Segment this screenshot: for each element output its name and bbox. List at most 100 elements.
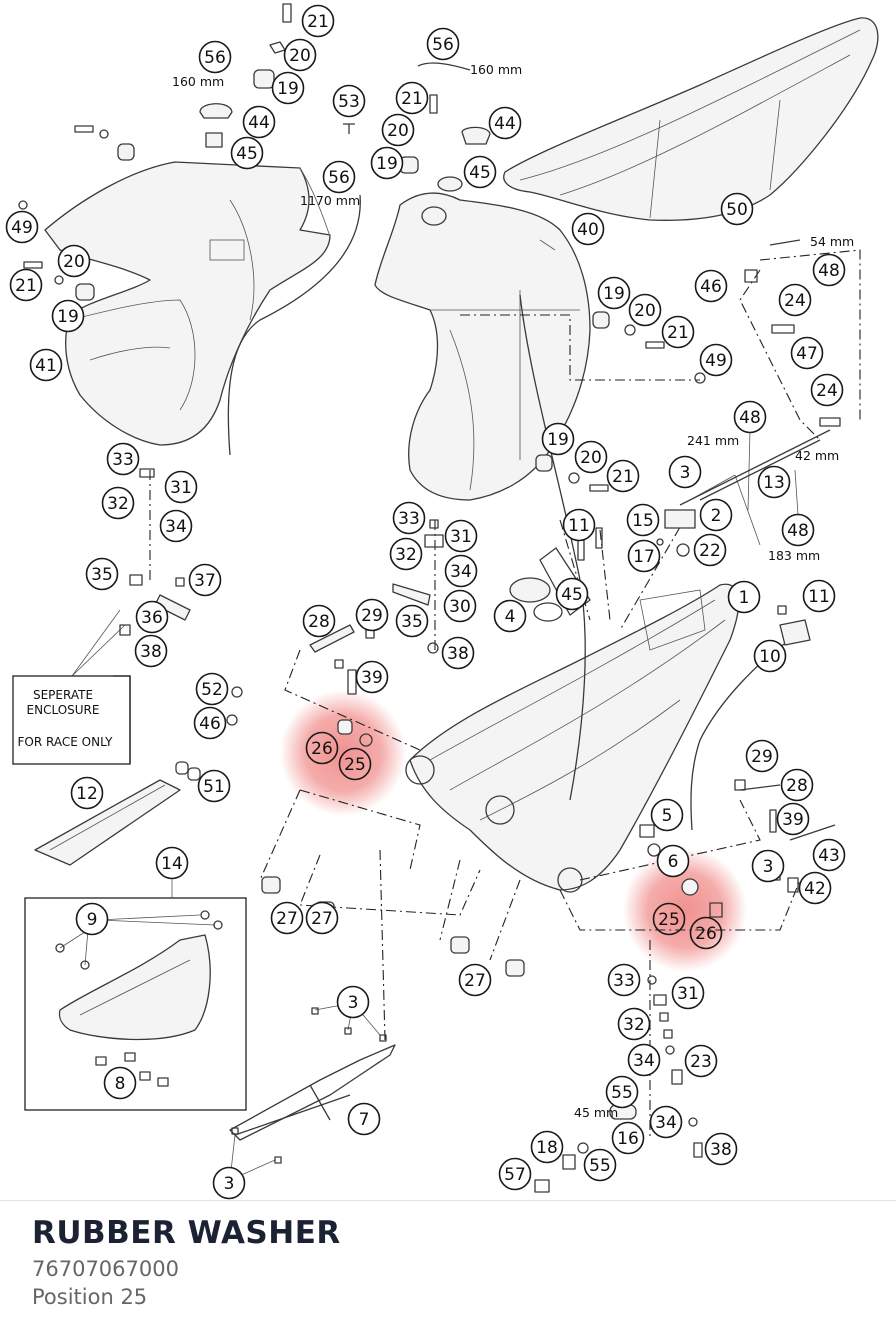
callout-48[interactable]: 48 [812,253,846,287]
callout-5[interactable]: 5 [650,798,684,832]
callout-40[interactable]: 40 [571,212,605,246]
callout-28[interactable]: 28 [302,604,336,638]
callout-46[interactable]: 46 [694,269,728,303]
callout-33[interactable]: 33 [607,963,641,997]
callout-56[interactable]: 56 [322,160,356,194]
callout-13[interactable]: 13 [757,465,791,499]
callout-39[interactable]: 39 [355,660,389,694]
callout-20[interactable]: 20 [381,113,415,147]
callout-34[interactable]: 34 [159,509,193,543]
callout-11[interactable]: 11 [802,579,836,613]
callout-7[interactable]: 7 [347,1102,381,1136]
callout-55[interactable]: 55 [583,1148,617,1182]
callout-19[interactable]: 19 [51,299,85,333]
callout-49[interactable]: 49 [5,210,39,244]
callout-45[interactable]: 45 [463,155,497,189]
callout-33[interactable]: 33 [106,442,140,476]
callout-12[interactable]: 12 [70,776,104,810]
callout-38[interactable]: 38 [134,634,168,668]
callout-19[interactable]: 19 [597,276,631,310]
callout-51[interactable]: 51 [197,769,231,803]
callout-15[interactable]: 15 [626,503,660,537]
callout-48[interactable]: 48 [733,400,767,434]
callout-20[interactable]: 20 [283,38,317,72]
callout-35[interactable]: 35 [395,604,429,638]
callout-45[interactable]: 45 [555,577,589,611]
callout-57[interactable]: 57 [498,1157,532,1191]
callout-20[interactable]: 20 [57,244,91,278]
callout-34[interactable]: 34 [627,1043,661,1077]
callout-31[interactable]: 31 [444,519,478,553]
callout-3[interactable]: 3 [668,455,702,489]
callout-32[interactable]: 32 [101,486,135,520]
callout-24[interactable]: 24 [810,373,844,407]
callout-48[interactable]: 48 [781,513,815,547]
callout-35[interactable]: 35 [85,557,119,591]
callout-19[interactable]: 19 [541,422,575,456]
callout-32[interactable]: 32 [617,1007,651,1041]
callout-3[interactable]: 3 [751,849,785,883]
callout-33[interactable]: 33 [392,501,426,535]
callout-16[interactable]: 16 [611,1121,645,1155]
callout-27[interactable]: 27 [305,901,339,935]
callout-56[interactable]: 56 [426,27,460,61]
callout-19[interactable]: 19 [370,146,404,180]
callout-1[interactable]: 1 [727,580,761,614]
callout-52[interactable]: 52 [195,672,229,706]
callout-56[interactable]: 56 [198,40,232,74]
callout-9[interactable]: 9 [75,902,109,936]
callout-29[interactable]: 29 [745,739,779,773]
callout-25[interactable]: 25 [338,747,372,781]
callout-43[interactable]: 43 [812,838,846,872]
callout-44[interactable]: 44 [488,106,522,140]
callout-41[interactable]: 41 [29,348,63,382]
callout-38[interactable]: 38 [704,1132,738,1166]
callout-45[interactable]: 45 [230,136,264,170]
callout-49[interactable]: 49 [699,343,733,377]
callout-4[interactable]: 4 [493,599,527,633]
callout-20[interactable]: 20 [574,440,608,474]
callout-36[interactable]: 36 [135,600,169,634]
callout-22[interactable]: 22 [693,533,727,567]
callout-23[interactable]: 23 [684,1044,718,1078]
callout-2[interactable]: 2 [699,498,733,532]
callout-31[interactable]: 31 [671,976,705,1010]
callout-17[interactable]: 17 [627,539,661,573]
callout-42[interactable]: 42 [798,871,832,905]
callout-44[interactable]: 44 [242,105,276,139]
callout-32[interactable]: 32 [389,537,423,571]
callout-14[interactable]: 14 [155,846,189,880]
callout-26[interactable]: 26 [305,731,339,765]
callout-34[interactable]: 34 [444,554,478,588]
callout-55[interactable]: 55 [605,1075,639,1109]
callout-24[interactable]: 24 [778,283,812,317]
callout-50[interactable]: 50 [720,192,754,226]
callout-20[interactable]: 20 [628,293,662,327]
callout-27[interactable]: 27 [270,901,304,935]
callout-3[interactable]: 3 [212,1166,246,1200]
callout-3[interactable]: 3 [336,985,370,1019]
callout-21[interactable]: 21 [395,81,429,115]
callout-8[interactable]: 8 [103,1066,137,1100]
callout-6[interactable]: 6 [656,844,690,878]
callout-46[interactable]: 46 [193,706,227,740]
callout-28[interactable]: 28 [780,768,814,802]
callout-30[interactable]: 30 [443,589,477,623]
callout-37[interactable]: 37 [188,563,222,597]
callout-21[interactable]: 21 [606,459,640,493]
callout-38[interactable]: 38 [441,636,475,670]
callout-29[interactable]: 29 [355,598,389,632]
callout-19[interactable]: 19 [271,71,305,105]
callout-27[interactable]: 27 [458,963,492,997]
callout-39[interactable]: 39 [776,802,810,836]
callout-21[interactable]: 21 [9,268,43,302]
callout-47[interactable]: 47 [790,336,824,370]
callout-10[interactable]: 10 [753,639,787,673]
callout-31[interactable]: 31 [164,470,198,504]
callout-26[interactable]: 26 [689,916,723,950]
callout-11[interactable]: 11 [562,508,596,542]
callout-21[interactable]: 21 [661,315,695,349]
callout-21[interactable]: 21 [301,4,335,38]
callout-18[interactable]: 18 [530,1130,564,1164]
callout-53[interactable]: 53 [332,84,366,118]
